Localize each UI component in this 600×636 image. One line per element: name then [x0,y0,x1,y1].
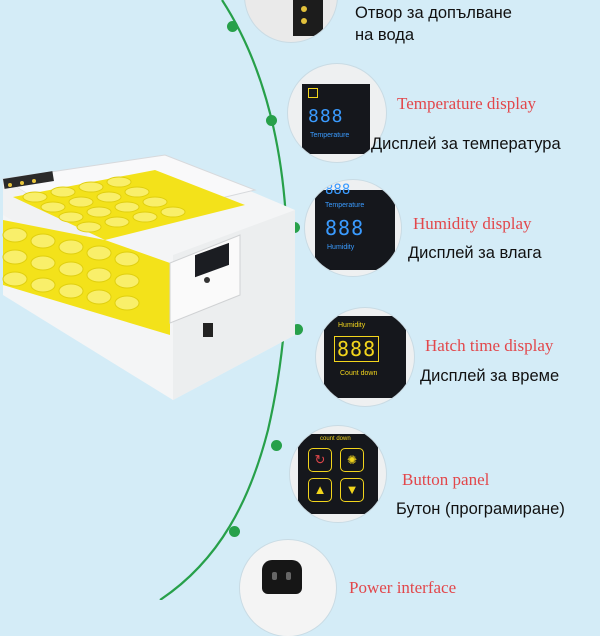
down-button-icon: ▼ [340,478,364,502]
temperature-display-label-bg: Дисплей за температура [371,135,561,153]
button-panel-label: count down [320,436,351,442]
humidity-lcd-value: 888 [325,216,365,240]
button-panel-label-en: Button panel [402,470,490,489]
incubator-image [1,154,295,400]
temperature-lcd-label: Temperature [310,132,350,139]
humidity-display-label-bg: Дисплей за влага [408,244,542,262]
power-interface-label-en: Power interface [349,578,457,597]
hatch-lcd-top-label: Humidity [338,322,366,329]
humidity-lcd-top-value: 888 [325,182,351,198]
refresh-button-icon: ↻ [308,448,332,472]
hatch-time-display-label-en: Hatch time display [425,336,554,355]
connector-dot [271,440,282,451]
power-socket-icon [262,560,302,594]
hatch-lcd-label: Count down [340,370,378,377]
temperature-display-label-en: Temperature display [397,94,537,113]
connector-curve [159,0,289,600]
humidity-lcd-label: Humidity [327,244,355,251]
water-inlet-label-bg-line1: Отвор за допълване [355,4,512,22]
power-interface-image [240,540,336,636]
temperature-display-image: 888 Temperature [288,64,386,162]
hatch-time-display-image: Humidity 888 Count down [316,308,414,406]
humidity-display-image: 888 Temperature 888 Humidity [305,180,401,276]
hatch-time-display-label-bg: Дисплей за време [420,367,560,385]
connector-dot [266,115,277,126]
settings-button-icon: ✺ [340,448,364,472]
temperature-lcd-value: 888 [308,106,344,127]
product-feature-infographic: Отвор за допълване на вода 888 Temperatu… [1,0,565,636]
humidity-lcd-top-label: Temperature [325,202,365,209]
connector-dot [227,21,238,32]
up-button-icon: ▲ [308,478,332,502]
connector-dot [292,324,303,335]
water-inlet-label-bg-line2: на вода [355,26,415,44]
button-panel-label-bg: Бутон (програмиране) [396,500,565,518]
button-panel-image: count down ↻ ✺ ▲ ▼ [290,426,386,522]
humidity-display-label-en: Humidity display [413,214,532,233]
connector-dot [229,526,240,537]
hatch-lcd-value: 888 [334,336,380,362]
